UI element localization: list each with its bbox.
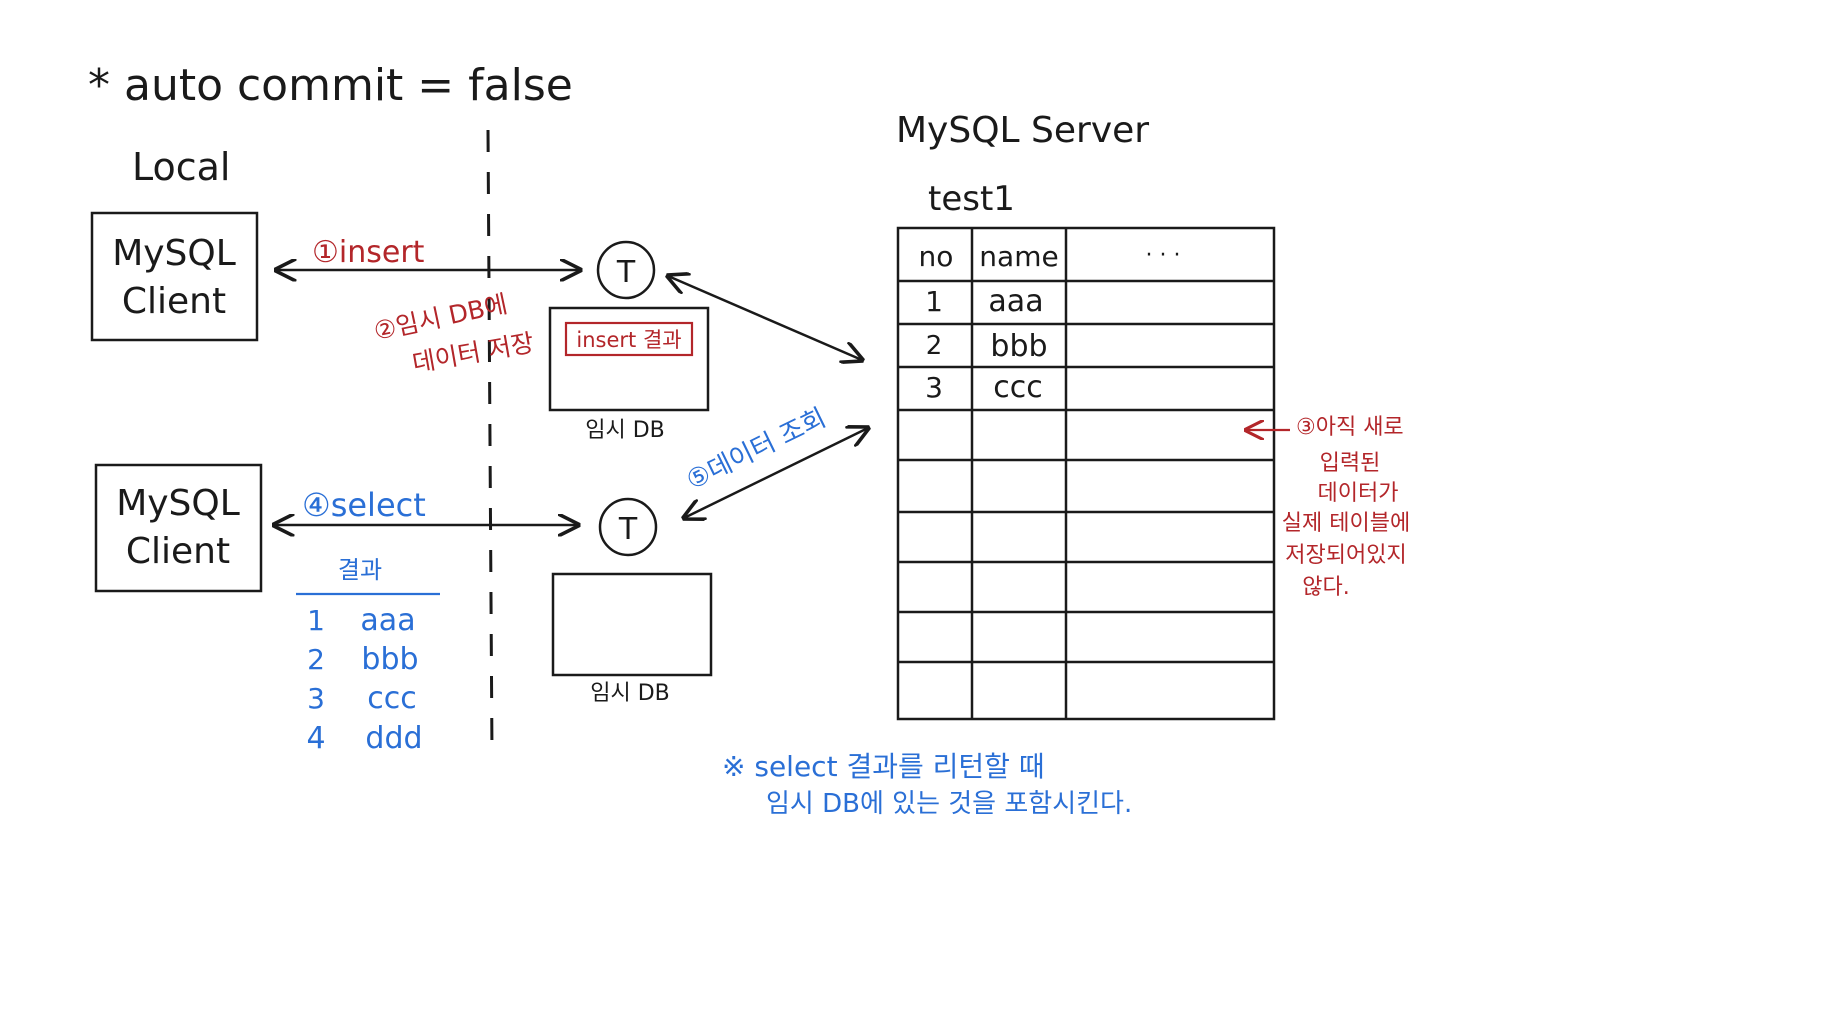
- select-result-name-2: bbb: [361, 642, 418, 677]
- select-result-list: 결과 1 aaa 2 bbb 3 ccc 4 ddd: [296, 556, 440, 756]
- table-row-2-no: 2: [926, 331, 943, 361]
- insert-step-label: ①insert: [312, 235, 425, 270]
- table-row-1-name: aaa: [988, 284, 1043, 319]
- client-1-line2: Client: [122, 281, 226, 322]
- select-result-no-4: 4: [306, 721, 325, 756]
- not-stored-line-2: 입력된: [1320, 451, 1381, 476]
- transaction-table-arrow: [668, 276, 862, 360]
- not-stored-line-4: 실제 테이블에: [1282, 511, 1410, 536]
- table-row-2-name: bbb: [990, 329, 1047, 364]
- select-step-label: ④select: [302, 486, 426, 524]
- select-result-name-3: ccc: [367, 681, 416, 716]
- not-stored-line-1: ③아직 새로: [1296, 415, 1404, 440]
- select-result-no-2: 2: [307, 643, 325, 676]
- table-row-3-name: ccc: [993, 370, 1042, 405]
- table-header-more: · · ·: [1146, 243, 1181, 268]
- query-arrow: [684, 428, 868, 518]
- temp-db-2-label: 임시 DB: [590, 681, 670, 706]
- temp-db-box-1: insert 결과: [548, 306, 710, 412]
- not-stored-note: ③아직 새로 입력된 데이터가 실제 테이블에 저장되어있지 않다.: [1282, 415, 1410, 600]
- table-name: test1: [928, 179, 1015, 219]
- transaction-node-2: T: [598, 497, 658, 557]
- footnote-line2: 임시 DB에 있는 것을 포함시킨다.: [766, 789, 1132, 819]
- mysql-client-box-1: MySQL Client: [90, 211, 259, 342]
- not-stored-line-6: 않다.: [1302, 575, 1349, 600]
- not-stored-line-5: 저장되어있지: [1285, 543, 1406, 568]
- not-stored-line-3: 데이터가: [1318, 481, 1399, 506]
- mysql-client-box-2: MySQL Client: [94, 463, 263, 593]
- select-result-name-4: ddd: [365, 721, 422, 756]
- select-result-no-1: 1: [307, 604, 325, 637]
- insert-result-label: insert 결과: [576, 328, 681, 352]
- client-1-line1: MySQL: [112, 233, 236, 274]
- table-row-3-no: 3: [925, 371, 943, 404]
- select-result-name-1: aaa: [360, 603, 415, 638]
- temp-store-line2: 데이터 저장: [410, 328, 536, 378]
- local-server-divider: [486, 129, 494, 756]
- table-header-name: name: [979, 240, 1058, 273]
- local-label: Local: [132, 145, 231, 189]
- table-test1: [896, 226, 1276, 721]
- table-header-no: no: [919, 240, 954, 273]
- client-2-line2: Client: [126, 531, 230, 572]
- transaction-2-symbol: T: [618, 512, 638, 547]
- client-2-line1: MySQL: [116, 483, 240, 524]
- transaction-1-symbol: T: [616, 255, 636, 290]
- select-result-no-3: 3: [307, 682, 325, 715]
- footnote-line1: ※ select 결과를 리턴할 때: [722, 750, 1045, 783]
- table-row-1-no: 1: [925, 285, 943, 318]
- temp-db-1-label: 임시 DB: [585, 418, 665, 443]
- select-result-header: 결과: [338, 556, 382, 584]
- heading: * auto commit = false: [88, 60, 573, 111]
- transaction-node-1: T: [596, 240, 656, 300]
- temp-db-box-2: [551, 572, 713, 677]
- server-label: MySQL Server: [896, 110, 1149, 151]
